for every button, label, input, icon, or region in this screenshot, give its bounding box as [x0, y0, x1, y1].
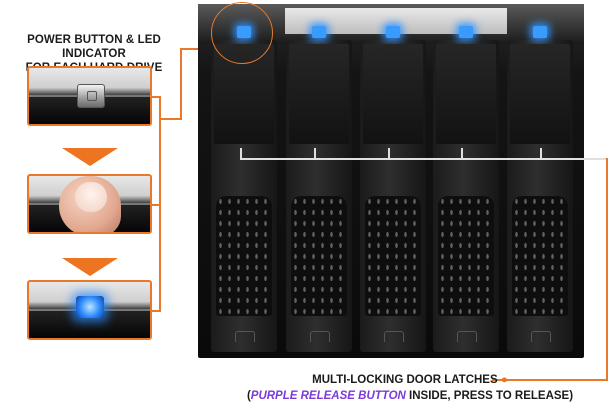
- latch-leader-line: [240, 158, 608, 160]
- down-arrow-icon: [62, 148, 118, 166]
- connector-line: [180, 48, 182, 120]
- latch-handle-icon: [384, 331, 404, 342]
- door-latch-caption-line1: MULTI-LOCKING DOOR LATCHES: [312, 374, 498, 386]
- door-latch-caption: MULTI-LOCKING DOOR LATCHES ● (PURPLE REL…: [246, 374, 574, 402]
- finger-press-icon: [59, 176, 121, 232]
- purple-release-button-text: PURPLE RELEASE BUTTON: [250, 390, 406, 402]
- latch-leader-line: [606, 158, 608, 380]
- step-panel-button-idle: [27, 66, 152, 126]
- connector-line: [160, 118, 182, 120]
- drive-tray-4: [433, 26, 499, 352]
- vent-mesh: [438, 196, 494, 316]
- led-indicator-icon: [386, 26, 400, 38]
- latch-handle-icon: [310, 331, 330, 342]
- power-button-idle-icon: [77, 84, 105, 108]
- drive-tray-1: [211, 26, 277, 352]
- step-panel-led-lit: [27, 280, 152, 340]
- latch-handle-icon: [457, 331, 477, 342]
- latch-leader-line: [492, 379, 608, 381]
- connector-line: [152, 310, 160, 312]
- vent-mesh: [291, 196, 347, 316]
- led-highlight-circle: [211, 2, 273, 64]
- drive-tray-5: [507, 26, 573, 352]
- led-indicator-icon: [459, 26, 473, 38]
- blue-led-icon: [76, 296, 104, 318]
- power-button-caption-line1: POWER BUTTON & LED INDICATOR: [27, 34, 161, 60]
- latch-handle-icon: [531, 331, 551, 342]
- led-indicator-icon: [312, 26, 326, 38]
- drive-tray-3: [360, 26, 426, 352]
- led-indicator-icon: [533, 26, 547, 38]
- drive-tray-2: [286, 26, 352, 352]
- connector-line: [152, 204, 160, 206]
- step-panel-button-press: [27, 174, 152, 234]
- connector-line: [159, 96, 161, 312]
- vent-mesh: [512, 196, 568, 316]
- latch-handle-icon: [235, 331, 255, 342]
- vent-mesh: [216, 196, 272, 316]
- orange-dot-icon: ●: [500, 374, 508, 386]
- connector-line: [152, 96, 160, 98]
- down-arrow-icon: [62, 258, 118, 276]
- vent-mesh: [365, 196, 421, 316]
